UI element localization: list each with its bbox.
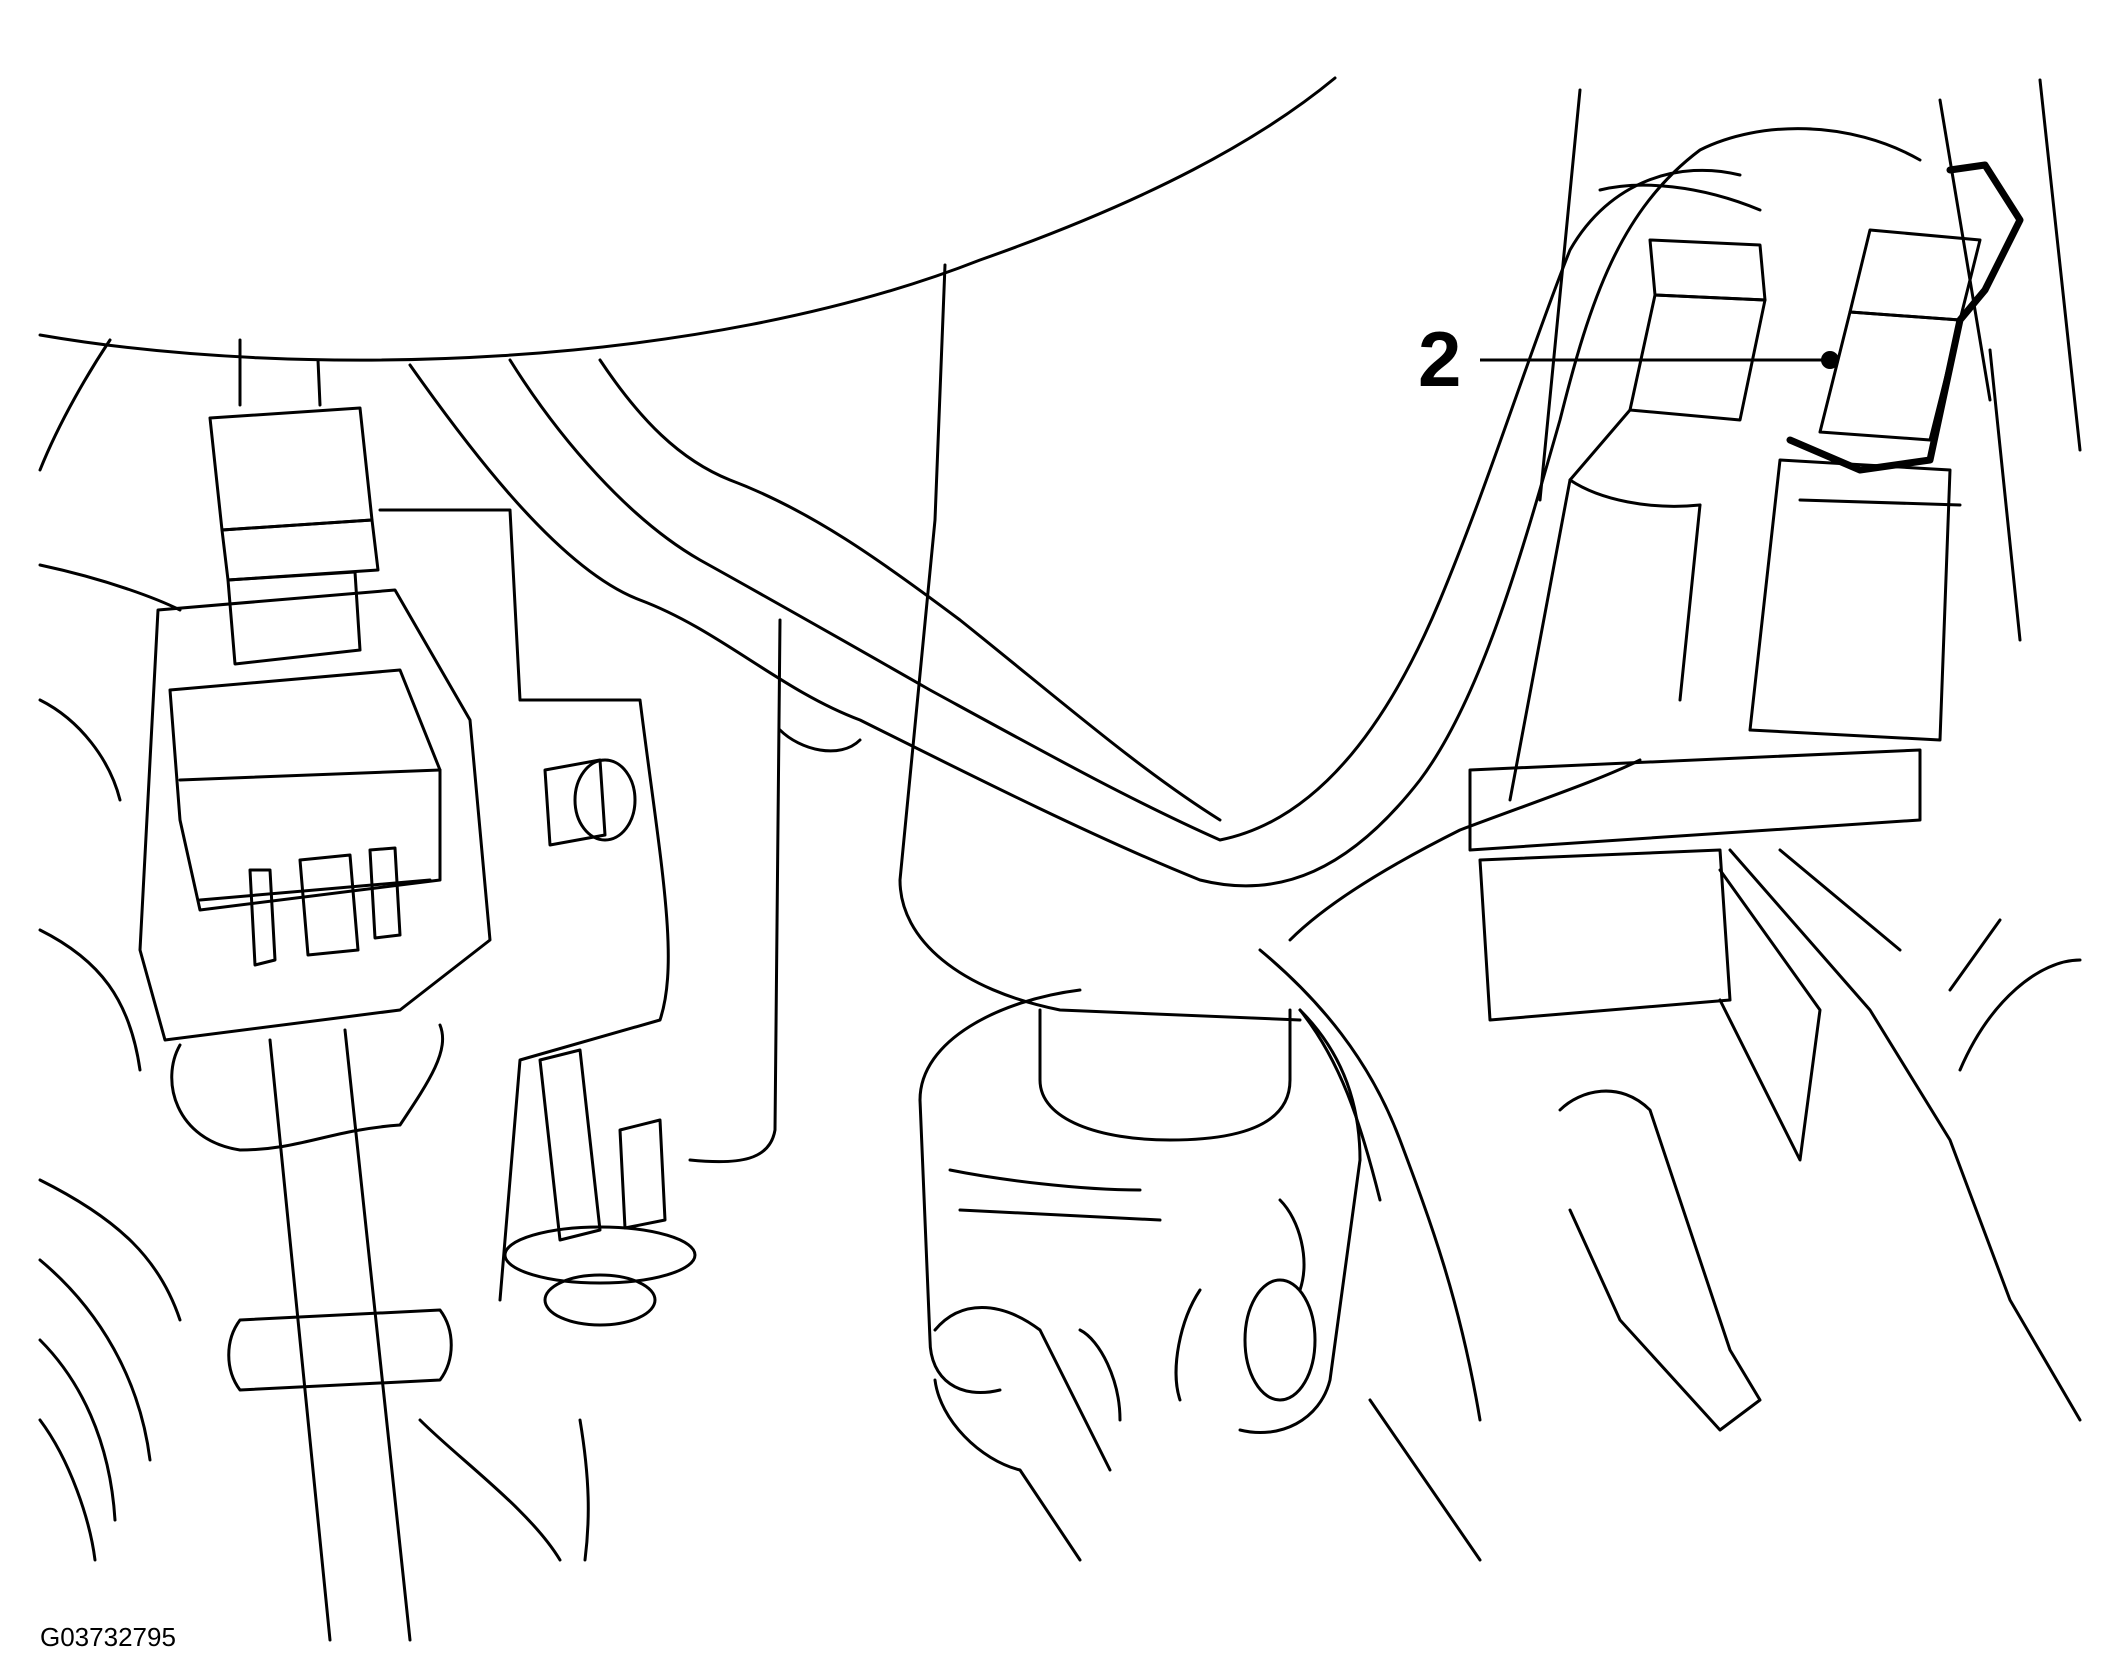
right-bracket xyxy=(1468,748,2082,1432)
callout-2-label: 2 xyxy=(1418,315,1461,403)
left-switch-assembly xyxy=(138,338,492,1042)
connector-2 xyxy=(1748,161,2024,742)
callout-2-dot xyxy=(1821,351,1839,369)
callout-2: 2 xyxy=(1418,315,1839,403)
left-contours xyxy=(38,338,590,1562)
steering-yoke xyxy=(918,988,1482,1562)
left-connector-pair xyxy=(1508,183,1767,802)
wiring-harness xyxy=(408,127,1922,1422)
upper-housing xyxy=(38,76,1337,1164)
pedal-arm xyxy=(170,1023,453,1642)
right-vertical-lines xyxy=(1538,78,2082,642)
figure-id: G03732795 xyxy=(40,1622,176,1652)
mounting-bracket xyxy=(378,508,697,1327)
